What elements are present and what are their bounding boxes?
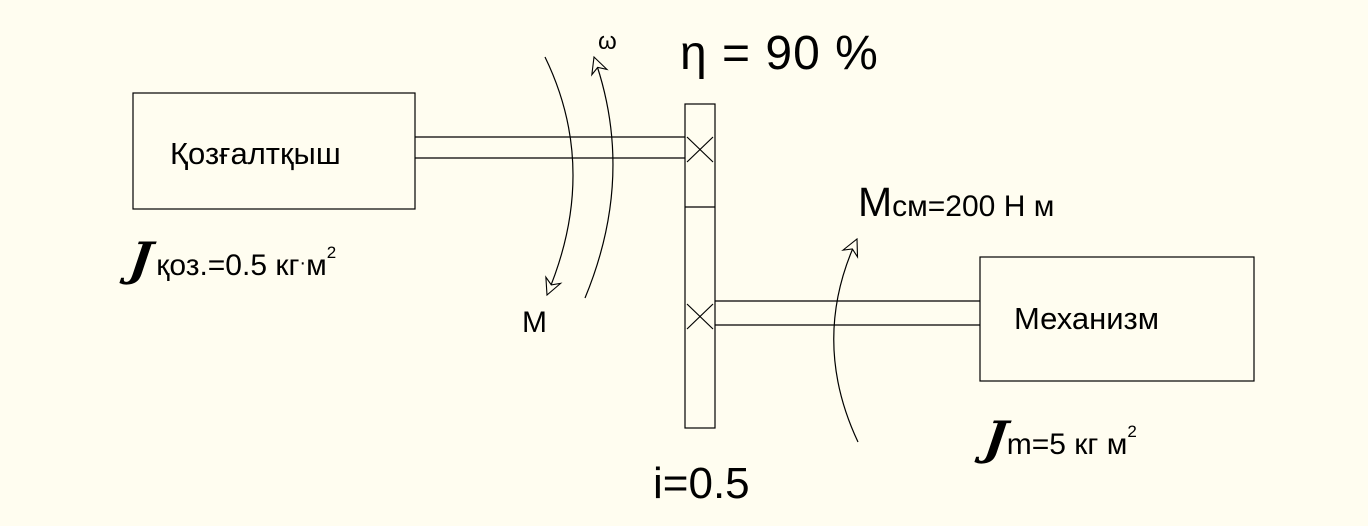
motor-inertia-exponent: 2 — [326, 243, 337, 262]
mechanism-inertia-exponent: 2 — [1127, 422, 1137, 441]
torque-arrow — [544, 56, 574, 297]
mechanism-box — [979, 256, 1255, 382]
load-torque-symbol: М — [858, 179, 893, 225]
motor-box — [132, 92, 416, 210]
mechanism-inertia-label: Jm=5 кг м2 — [981, 411, 1137, 465]
omega-arrow — [584, 55, 614, 299]
mechanism-shaft — [715, 300, 980, 326]
mechanism-inertia-symbol: J — [981, 411, 1011, 465]
motor-inertia-unit: м — [306, 249, 327, 282]
mechanism-inertia-text: m=5 кг м — [1006, 428, 1128, 461]
mechanism-label: Механизм — [1014, 301, 1160, 336]
torque-label: М — [522, 306, 547, 339]
gear-ratio-label: i=0.5 — [653, 459, 750, 508]
motor-inertia-symbol: J — [126, 232, 156, 286]
load-torque-subscript: см — [892, 190, 928, 223]
motor-shaft — [415, 136, 685, 159]
omega-label: ω — [598, 28, 617, 55]
motor-inertia-text: қоз.=0.5 кг — [156, 249, 300, 282]
motor-inertia-dot: · — [299, 252, 307, 274]
efficiency-label: η = 90 % — [680, 27, 879, 80]
gearbox — [684, 103, 716, 429]
load-torque-value: =200 Н м — [927, 190, 1055, 223]
load-torque-label: Мсм=200 Н м — [858, 182, 1054, 223]
motor-label: Қозғалтқыш — [170, 136, 341, 171]
motor-inertia-label: J қоз.=0.5 кг·м2 — [126, 232, 337, 286]
load-torque-arrow — [833, 237, 859, 443]
